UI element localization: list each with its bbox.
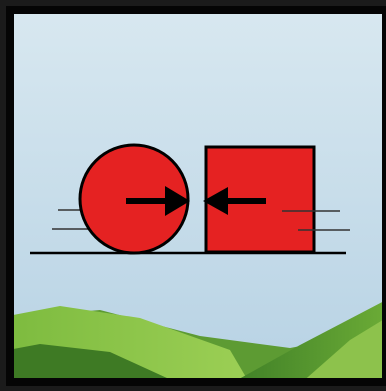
collision-illustration bbox=[0, 0, 386, 391]
